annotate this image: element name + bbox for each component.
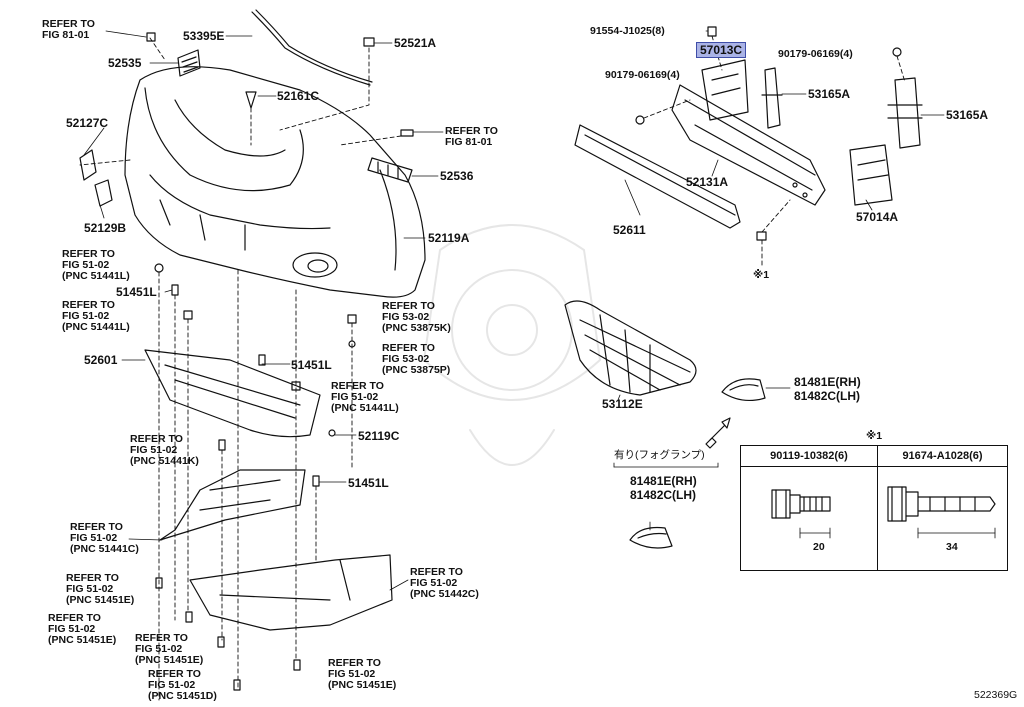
reinforcement-52131A bbox=[671, 84, 826, 206]
label-53395E: 53395E bbox=[183, 29, 225, 43]
watermark-emblem bbox=[423, 224, 601, 466]
label-52535: 52535 bbox=[108, 56, 142, 70]
part-52535 bbox=[177, 49, 201, 77]
lower-grille-53112E bbox=[564, 300, 697, 396]
label-53165A-b: 53165A bbox=[946, 108, 989, 122]
label-52129B: 52129B bbox=[84, 221, 127, 235]
bracket-57013C bbox=[701, 59, 749, 121]
part-52127C bbox=[79, 149, 97, 181]
bolt-91674-A1028 bbox=[887, 486, 996, 539]
part-52129B bbox=[94, 179, 113, 207]
table-header-col2: 91674-A1028(6) bbox=[878, 446, 1007, 467]
part-53395E bbox=[251, 11, 371, 86]
label-52161C: 52161C bbox=[277, 89, 320, 103]
label-52131A: 52131A bbox=[686, 175, 729, 189]
label-90179-06169-a: 90179-06169(4) bbox=[778, 48, 853, 60]
table-header-col1: 90119-10382(6) bbox=[741, 446, 877, 467]
bolt-90119-10382 bbox=[771, 489, 831, 539]
label-52521A: 52521A bbox=[394, 36, 437, 50]
label-90179-06169-b: 90179-06169(4) bbox=[605, 69, 680, 81]
label-57014A: 57014A bbox=[856, 210, 899, 224]
label-note1: ※1 bbox=[753, 269, 770, 281]
label-52536: 52536 bbox=[440, 169, 474, 183]
leader-lines bbox=[83, 30, 444, 591]
bracket-53165A-right bbox=[887, 77, 923, 149]
undercover-51442C bbox=[189, 554, 393, 631]
label-table-note: ※1 bbox=[866, 430, 883, 442]
table-dim-col1: 20 bbox=[813, 541, 825, 553]
label-51451L-c: 51451L bbox=[348, 476, 389, 490]
table-dim-col2: 34 bbox=[946, 541, 958, 553]
fastener-table: 90119-10382(6) 91674-A1028(6) 20 34 bbox=[740, 445, 1008, 571]
right-fasteners bbox=[635, 26, 902, 241]
pointer-arrow bbox=[705, 417, 731, 449]
label-81482C-lh: 81482C(LH) bbox=[794, 389, 861, 403]
label-81482C-lh-b: 81482C(LH) bbox=[630, 488, 697, 502]
part-52536 bbox=[367, 157, 413, 183]
label-81481E-rh: 81481E(RH) bbox=[794, 375, 861, 389]
fog-cover-top bbox=[721, 378, 766, 402]
bumper-cover-52119A bbox=[124, 66, 426, 298]
undercover-51441C bbox=[159, 469, 306, 541]
label-91554-J1025: 91554-J1025(8) bbox=[590, 25, 665, 37]
label-81481E-rh-b: 81481E(RH) bbox=[630, 474, 697, 488]
label-53112E: 53112E bbox=[602, 397, 643, 411]
label-53165A-a: 53165A bbox=[808, 87, 851, 101]
diagram-id: 522369G bbox=[974, 689, 1018, 701]
fastener-clips bbox=[146, 32, 414, 691]
label-fog-note: 有り(フォグランプ) bbox=[614, 449, 705, 461]
label-52119C: 52119C bbox=[358, 429, 400, 443]
fog-cover-bottom bbox=[629, 526, 673, 549]
label-52127C: 52127C bbox=[66, 116, 109, 130]
label-52119A: 52119A bbox=[428, 231, 470, 245]
bracket-53165A-center bbox=[761, 67, 783, 129]
guide-lines bbox=[79, 37, 402, 701]
bracket-57014A bbox=[849, 144, 893, 206]
part-52601 bbox=[144, 349, 321, 438]
label-57013C-highlight[interactable]: 57013C bbox=[696, 42, 747, 58]
absorber-52611 bbox=[574, 124, 741, 229]
label-52601: 52601 bbox=[84, 353, 118, 367]
label-52611: 52611 bbox=[613, 223, 646, 237]
label-51451L-a: 51451L bbox=[116, 285, 157, 299]
label-51451L-b: 51451L bbox=[291, 358, 332, 372]
